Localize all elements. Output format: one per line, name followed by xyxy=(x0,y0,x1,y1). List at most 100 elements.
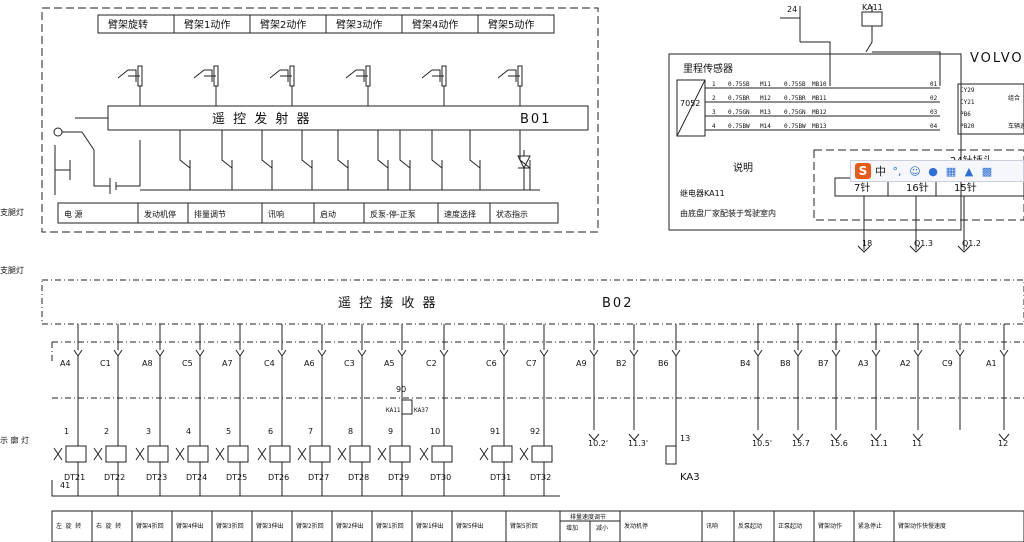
receiver-pin: C3 xyxy=(344,324,367,430)
sensor-frame xyxy=(668,53,962,231)
ka3-coil xyxy=(665,445,677,465)
bottom-table-cell: 发动机停 xyxy=(624,522,648,530)
relay-left-label: KA11 xyxy=(386,407,401,414)
punct-icon[interactable]: °, xyxy=(892,164,902,178)
receiver-pin: C1 xyxy=(100,324,123,430)
svg-text:PB6: PB6 xyxy=(960,111,971,118)
skin-icon[interactable]: ▲ xyxy=(964,164,974,178)
connector-pin: 16针 xyxy=(906,181,929,194)
joystick-switch xyxy=(421,65,447,106)
tools-icon[interactable]: ▩ xyxy=(981,164,993,178)
joystick-switch xyxy=(345,65,371,106)
svg-text:DT27: DT27 xyxy=(308,473,329,482)
ime-mode-label[interactable]: 中 xyxy=(875,165,886,178)
tx-bottom-label: 讯响 xyxy=(268,209,284,219)
svg-text:2: 2 xyxy=(104,427,109,436)
receiver-code: B02 xyxy=(602,296,633,311)
receiver-pin: A6 xyxy=(304,324,327,430)
transmitter-bottom-switches xyxy=(140,130,540,191)
notes-line1: 继电器KA11 xyxy=(680,188,725,198)
tx-top-label: 臂架2动作 xyxy=(260,18,306,31)
svg-text:MB10: MB10 xyxy=(812,81,827,88)
transmitter-body xyxy=(107,105,589,131)
output-ref: 10.2' xyxy=(588,439,608,448)
svg-text:C1: C1 xyxy=(100,359,111,368)
receiver-frame xyxy=(41,279,1024,325)
svg-text:3: 3 xyxy=(712,109,716,116)
svg-text:A4: A4 xyxy=(60,359,71,368)
mic-icon[interactable]: ● xyxy=(928,164,938,178)
svg-text:DT23: DT23 xyxy=(146,473,167,482)
svg-text:DT21: DT21 xyxy=(64,473,85,482)
receiver-pin: C6 xyxy=(486,324,509,430)
tx-bottom-label: 电 源 xyxy=(64,209,83,219)
relay-coil xyxy=(401,399,413,415)
svg-text:MB13: MB13 xyxy=(812,123,827,130)
joystick-switch xyxy=(269,65,295,106)
svg-text:7: 7 xyxy=(308,427,313,436)
svg-text:DT26: DT26 xyxy=(268,473,289,482)
svg-text:车辆速: 车辆速 xyxy=(1008,122,1024,130)
svg-text:A7: A7 xyxy=(222,359,233,368)
receiver-pin: A3 xyxy=(858,324,881,430)
receiver-pin: C9 xyxy=(942,324,965,430)
transmitter-bottom-table xyxy=(57,202,559,224)
svg-text:C2: C2 xyxy=(426,359,437,368)
svg-text:5: 5 xyxy=(226,427,231,436)
sogou-logo-icon[interactable]: S xyxy=(855,163,871,179)
receiver-pin: A4 xyxy=(60,324,83,430)
bottom-table-cell: 正泵起动 xyxy=(778,522,802,530)
svg-text:A1: A1 xyxy=(986,359,997,368)
svg-text:B2: B2 xyxy=(616,359,627,368)
svg-text:DT25: DT25 xyxy=(226,473,247,482)
notes-title: 说明 xyxy=(733,161,753,174)
connector-frame xyxy=(813,149,1024,221)
bottom-table-cell: 臂架5折回 xyxy=(510,522,538,530)
svg-text:排量速度调节: 排量速度调节 xyxy=(570,513,606,521)
keyboard-icon[interactable]: ▦ xyxy=(945,164,957,178)
transmitter-title: 遥 控 发 射 器 xyxy=(212,111,312,127)
receiver-pin: B2 xyxy=(616,324,639,430)
tx-top-label: 臂架旋转 xyxy=(108,18,148,31)
output-ref: 11.3' xyxy=(628,439,648,448)
left-label-2: 支腿灯 xyxy=(0,265,24,275)
connector-pin: 15针 xyxy=(954,181,977,194)
left-label-3: 示 廓 灯 xyxy=(0,435,29,445)
svg-text:4: 4 xyxy=(712,123,716,130)
svg-text:DT22: DT22 xyxy=(104,473,125,482)
svg-text:A9: A9 xyxy=(576,359,587,368)
tx-bottom-label: 排量调节 xyxy=(194,209,226,219)
receiver-pin: B4 xyxy=(740,324,763,430)
svg-text:M12: M12 xyxy=(760,95,771,102)
bottom-table xyxy=(51,510,1024,542)
bottom-table-cell: 臂架2伸出 xyxy=(336,522,364,530)
receiver-pin: C7 xyxy=(526,324,549,430)
bottom-table-cell: 反泵起动 xyxy=(738,522,762,530)
svg-text:DT32: DT32 xyxy=(530,473,551,482)
output-ref: 15.7 xyxy=(792,439,810,448)
receiver-pin: A2 xyxy=(900,324,923,430)
svg-text:A8: A8 xyxy=(142,359,153,368)
ka3-wire: 13 xyxy=(680,434,690,443)
joystick-switch xyxy=(497,65,523,106)
svg-text:DT30: DT30 xyxy=(430,473,451,482)
tx-bottom-label: 发动机停 xyxy=(144,209,176,219)
connector-wire: Q1.2 xyxy=(962,239,981,248)
ime-toolbar[interactable]: S 中 °, ☺ ● ▦ ▲ ▩ xyxy=(850,160,1024,182)
tx-top-label: 臂架4动作 xyxy=(412,18,458,31)
svg-text:MB12: MB12 xyxy=(812,109,827,116)
emoji-icon[interactable]: ☺ xyxy=(909,164,921,178)
svg-text:0.75BR: 0.75BR xyxy=(784,95,806,102)
bottom-table-cell: 臂架4折回 xyxy=(136,522,164,530)
svg-text:组合: 组合 xyxy=(1008,94,1020,102)
